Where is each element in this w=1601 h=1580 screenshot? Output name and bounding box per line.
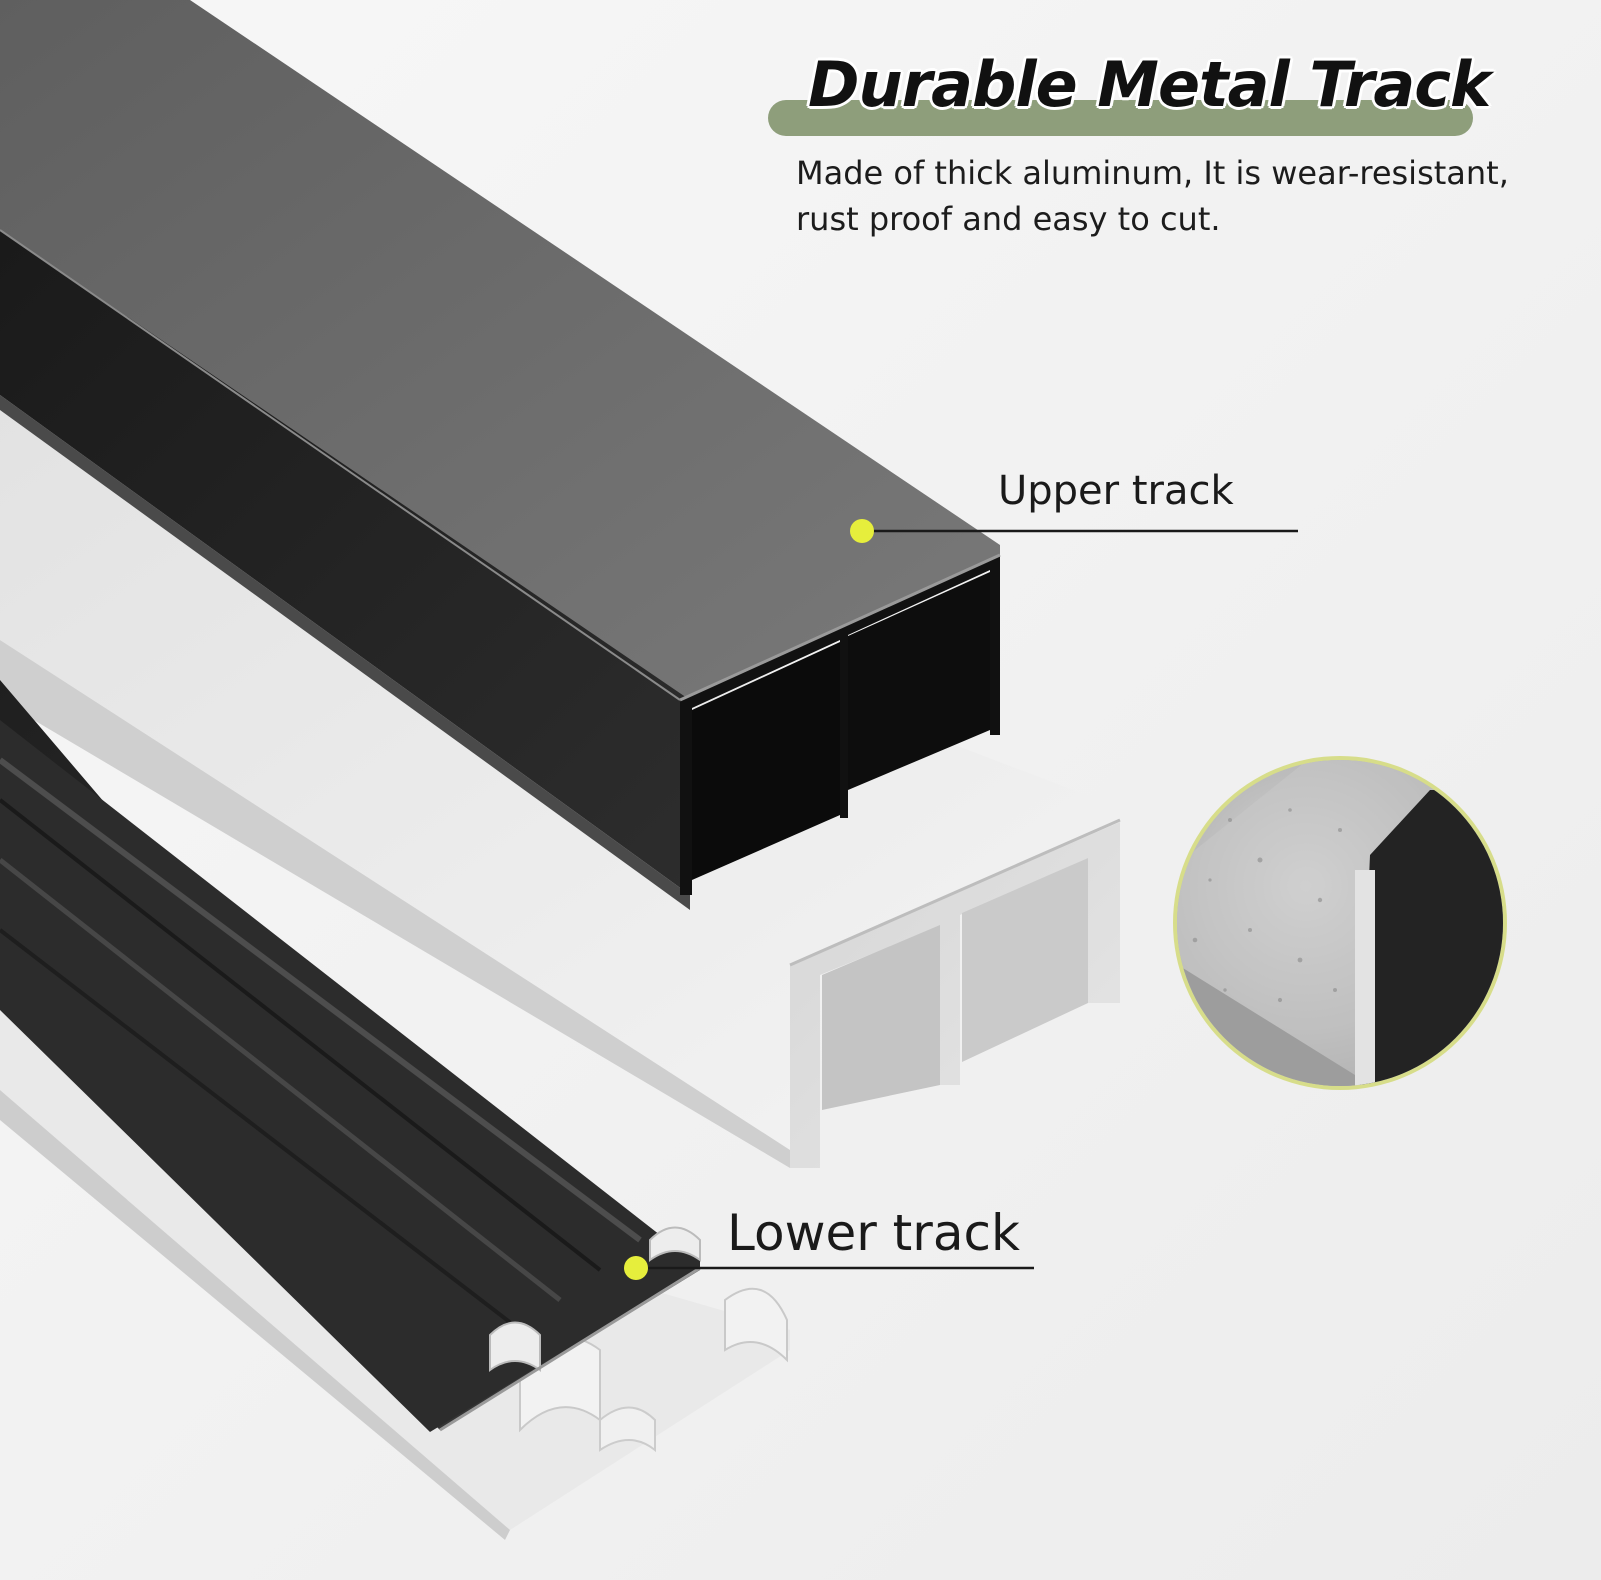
detail-closeup <box>1173 756 1507 1090</box>
upper-track-label: Upper track <box>998 468 1234 514</box>
description-line: Made of thick aluminum, It is wear-resis… <box>796 154 1509 192</box>
description-line: rust proof and easy to cut. <box>796 200 1221 238</box>
description: Made of thick aluminum, It is wear-resis… <box>796 150 1556 242</box>
lower-callout-dot-icon <box>624 1256 648 1280</box>
upper-callout-dot-icon <box>850 519 874 543</box>
lower-track-label: Lower track <box>727 1204 1020 1262</box>
lower-track-callout <box>624 1256 1034 1280</box>
headline-block: Durable Metal Track <box>768 54 1491 144</box>
dark-lower-track <box>0 675 701 1432</box>
headline-accent-band <box>768 100 1473 136</box>
headline: Durable Metal Track <box>808 48 1491 121</box>
upper-track-callout <box>850 519 1298 543</box>
dark-upper-track <box>0 0 1001 910</box>
